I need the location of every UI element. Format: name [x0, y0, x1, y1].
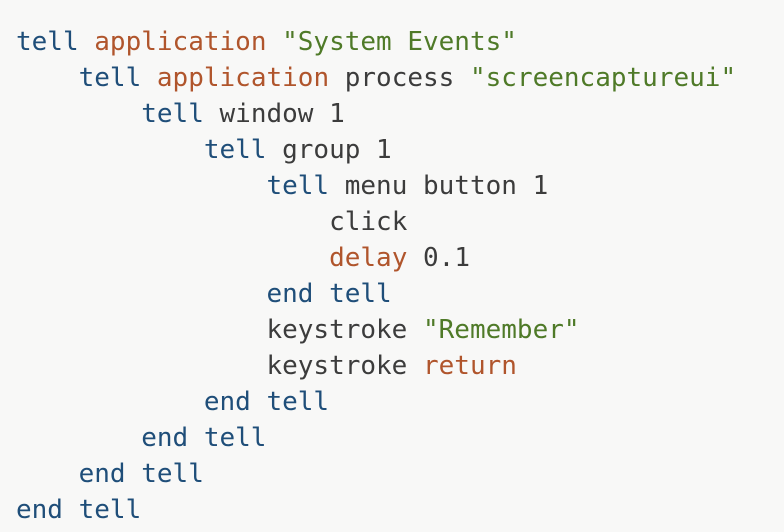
- code-token-keyword: end tell: [266, 279, 392, 309]
- code-token-plain: keystroke: [266, 315, 408, 345]
- code-token-plain: [16, 423, 141, 453]
- code-line: end tell: [16, 384, 784, 420]
- code-token-plain: [16, 351, 266, 381]
- code-token-keyword: tell: [141, 99, 204, 129]
- code-token-plain: click: [329, 207, 408, 237]
- code-token-keyword: tell: [16, 27, 79, 57]
- code-line: tell application process "screencaptureu…: [16, 60, 784, 96]
- code-token-plain: window 1: [203, 99, 345, 129]
- code-token-plain: [16, 315, 266, 345]
- code-token-keyword: end tell: [203, 387, 330, 417]
- code-token-plain: [79, 27, 95, 57]
- code-token-keyword: end tell: [141, 423, 267, 453]
- code-token-plain: [16, 459, 79, 489]
- code-token-keyword: end tell: [16, 495, 142, 525]
- code-token-keyword: tell: [78, 63, 142, 93]
- code-token-plain: group 1: [266, 135, 392, 165]
- code-token-plain: [266, 27, 282, 57]
- code-token-plain: [16, 99, 141, 129]
- code-token-plain: process: [329, 63, 470, 93]
- code-token-plain: [16, 171, 266, 201]
- code-line: end tell: [16, 420, 784, 456]
- code-line: end tell: [16, 276, 784, 312]
- code-token-plain: 0.1: [407, 243, 470, 273]
- code-line: tell group 1: [16, 132, 784, 168]
- code-token-plain: [16, 135, 204, 165]
- code-line: keystroke return: [16, 348, 784, 384]
- code-token-keyword: end tell: [78, 459, 204, 489]
- code-token-keyword: tell: [203, 135, 267, 165]
- code-line: tell application "System Events": [16, 24, 784, 60]
- code-line: delay 0.1: [16, 240, 784, 276]
- code-token-plain: [16, 387, 204, 417]
- code-token-string: "Remember": [423, 315, 580, 345]
- code-line: tell window 1: [16, 96, 784, 132]
- code-token-plain: [16, 243, 329, 273]
- code-token-plain: [141, 63, 157, 93]
- code-token-command: return: [423, 351, 517, 381]
- code-token-plain: keystroke: [266, 351, 408, 381]
- code-token-string: "System Events": [282, 27, 517, 57]
- code-token-plain: [16, 207, 329, 237]
- code-line: end tell: [16, 492, 784, 528]
- code-token-plain: [407, 351, 423, 381]
- code-token-command: delay: [329, 243, 408, 273]
- code-token-plain: [16, 279, 266, 309]
- code-token-string: "screencaptureui": [469, 63, 737, 93]
- code-line: end tell: [16, 456, 784, 492]
- code-line: tell menu button 1: [16, 168, 784, 204]
- code-token-plain: [407, 315, 423, 345]
- code-token-command: application: [156, 63, 330, 93]
- code-token-command: application: [94, 27, 267, 57]
- code-line: keystroke "Remember": [16, 312, 784, 348]
- code-line: click: [16, 204, 784, 240]
- code-token-plain: [16, 63, 79, 93]
- code-token-keyword: tell: [266, 171, 330, 201]
- code-token-plain: menu button 1: [329, 171, 549, 201]
